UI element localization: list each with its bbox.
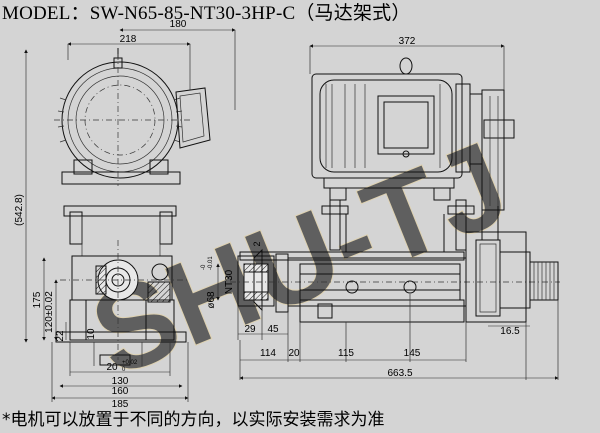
dim-16-5: 16.5 <box>500 326 520 337</box>
dim-20-tol2: 0 <box>122 367 126 373</box>
dim-29: 29 <box>244 324 256 335</box>
dim-20: 20 <box>106 362 118 373</box>
left-view-dimensions: 218 180 (542.8) 175 120±0.02 22 10 20 +0… <box>14 19 236 410</box>
dim-22: 22 <box>55 330 66 342</box>
dim-20b: 20 <box>288 348 300 359</box>
dim-68-tol2: -0.01 <box>208 256 214 270</box>
dim-175: 175 <box>32 291 43 308</box>
dim-160: 160 <box>112 386 129 397</box>
dim-145: 145 <box>404 348 421 359</box>
right-side-view <box>230 57 560 323</box>
footnote: *电机可以放置于不同的方向，以实际安装需求为准 <box>2 410 385 430</box>
dim-120: 120±0.02 <box>44 291 55 333</box>
dim-130: 130 <box>112 376 129 387</box>
dim-180: 180 <box>170 19 187 30</box>
dim-185: 185 <box>112 399 129 410</box>
right-view-dimensions: 372 ø68 -0 -0.01 NT30 2 29 45 114 20 115… <box>201 36 559 380</box>
dim-68: ø68 <box>206 291 217 309</box>
dim-45: 45 <box>267 324 279 335</box>
dim-68-tol: -0 <box>201 264 207 270</box>
dim-2: 2 <box>252 241 262 246</box>
dim-542-8: (542.8) <box>14 194 25 226</box>
nt30-label: NT30 <box>224 269 235 294</box>
dim-372: 372 <box>399 36 416 47</box>
dim-10: 10 <box>86 328 97 340</box>
page-title: MODEL：SW-N65-85-NT30-3HP-C（马达架式） <box>2 3 411 24</box>
dim-663-5: 663.5 <box>387 368 412 379</box>
left-end-view <box>54 48 211 360</box>
dim-115: 115 <box>338 348 354 359</box>
dim-114: 114 <box>260 348 276 359</box>
dim-218: 218 <box>120 34 137 45</box>
